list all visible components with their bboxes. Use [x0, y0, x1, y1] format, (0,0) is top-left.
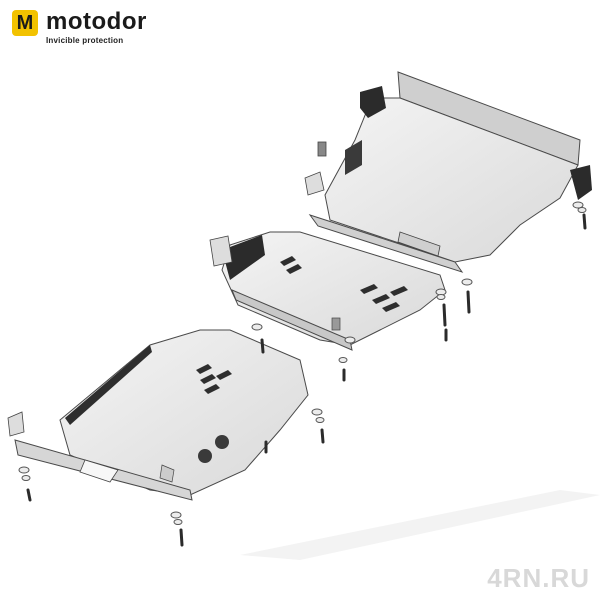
transfer-case-skid-plate — [7, 329, 309, 501]
mounting-washers — [18, 201, 587, 525]
watermark: 4RN.RU — [487, 563, 590, 593]
engine-skid-plate — [304, 71, 592, 273]
transmission-clip — [209, 235, 233, 267]
brand-tagline: Invicible protection — [46, 36, 124, 45]
engine-clip — [304, 171, 325, 196]
transfer-drain-plug-2 — [198, 449, 212, 463]
engine-slot-bracket — [397, 231, 441, 257]
transmission-skid-plate — [209, 231, 446, 351]
engine-plate-lip — [308, 214, 464, 273]
logo-text: motodor Invicible protection — [46, 8, 147, 46]
engine-side-flap — [345, 140, 362, 175]
transmission-spacer — [331, 317, 341, 331]
logo-mark-letter: M — [16, 12, 34, 34]
mounting-bolts — [26, 213, 587, 547]
transmission-vent-slots — [280, 256, 408, 312]
floor-shadow — [240, 490, 600, 560]
engine-bracket-right — [570, 165, 592, 200]
transfer-plate-side-edge — [65, 345, 152, 425]
brand-name: motodor — [46, 8, 147, 35]
engine-spacer — [317, 141, 327, 157]
logo-mark-icon: M — [12, 10, 38, 36]
engine-plate-body — [324, 97, 579, 263]
engine-bracket-left — [360, 86, 386, 118]
transfer-drain-plug — [215, 435, 229, 449]
transfer-vent-slots — [196, 364, 232, 394]
transfer-plate-cutout — [79, 459, 119, 483]
transmission-side-flap — [222, 235, 265, 280]
transfer-tab — [159, 464, 175, 483]
brand-logo: M motodor Invicible protection — [12, 10, 147, 45]
transmission-plate-lip — [231, 289, 353, 351]
transfer-clip — [7, 411, 25, 437]
